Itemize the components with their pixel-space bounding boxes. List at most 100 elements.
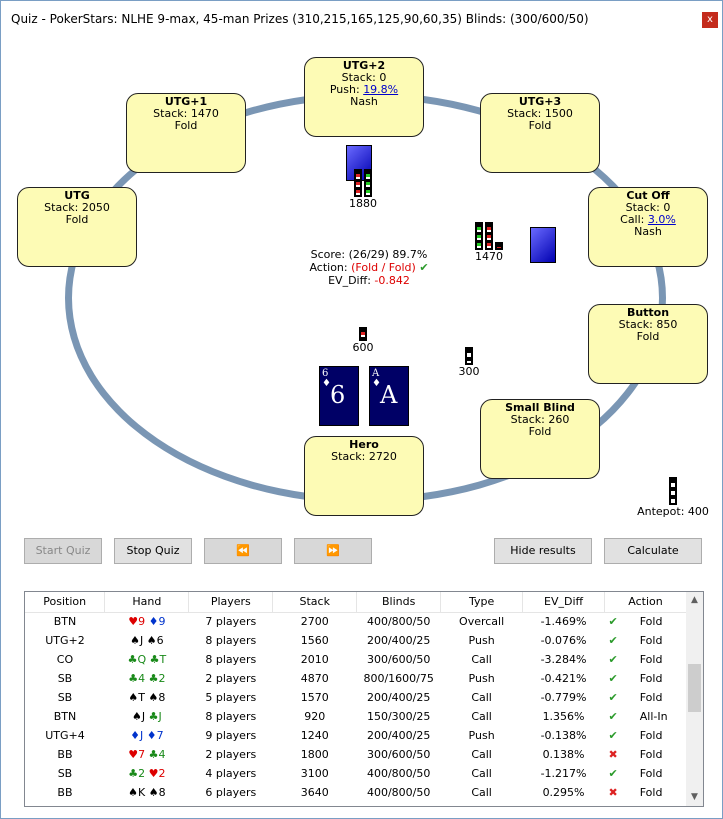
blinds-cell: 150/300/25 [366,710,431,723]
chip-stack-bb: 600 [351,327,375,354]
scroll-thumb[interactable] [688,664,701,712]
seat-utg[interactable]: UTG Stack: 2050 Fold [17,187,137,267]
column-header[interactable]: Action [604,592,687,613]
seat-mode: Nash [350,95,378,108]
action-cell: ✖Fold [605,783,687,802]
results-scrollbar[interactable]: ▲ ▼ [686,592,703,806]
column-header[interactable]: Players [188,592,274,613]
type-cell: Call [471,710,492,723]
scroll-down-icon[interactable]: ▼ [691,792,698,802]
scroll-up-icon[interactable]: ▲ [691,595,698,605]
push-range-link[interactable]: 19.8% [363,83,399,96]
hand-card: ♠K [128,786,146,799]
action-label: Action: [309,261,352,274]
ev-diff-cell: -1.469% [540,615,587,629]
call-range-link[interactable]: 3.0% [647,213,676,226]
column-header[interactable]: Type [440,592,524,613]
seat-stack: Stack: 2050 [44,201,110,214]
action-cell: ✔Fold [605,669,687,688]
players-cell: 8 players [205,653,257,666]
seat-stack: Stack: 1500 [507,107,573,120]
type-cell: Push [468,634,495,647]
antepot: Antepot: 400 [633,477,713,518]
check-icon: ✔ [608,615,618,629]
stack-cell: 2010 [300,653,329,666]
stack-cell: 1240 [300,729,329,742]
quiz-info: Score: (26/29) 89.7% Action: (Fold / Fol… [299,248,439,287]
seat-stack: Stack: 0 [341,71,387,84]
previous-button[interactable]: ⏪ [204,538,282,564]
action-cell: ✔Fold [605,650,687,669]
action-text: Fold [639,729,663,742]
action-text: Fold [639,672,663,685]
seat-utg2[interactable]: UTG+2 Stack: 0 Push: 19.8% Nash [304,57,424,137]
action-text: Fold [639,691,663,704]
ev-diff-cell: -0.779% [540,691,587,704]
close-button[interactable]: x [702,12,718,28]
ev-value: -0.842 [374,274,410,287]
start-quiz-button[interactable]: Start Quiz [24,538,102,564]
column-header[interactable]: Hand [104,592,190,613]
hand-card: ♦J [130,729,144,742]
hand-cell: ♣2 ♥2 [105,764,189,783]
check-icon: ✔ [608,634,618,647]
check-icon: ✔ [608,729,618,742]
seat-button[interactable]: Button Stack: 850 Fold [588,304,708,384]
title-bar: Quiz - PokerStars: NLHE 9-max, 45-man Pr… [1,1,722,37]
column-header[interactable]: Position [25,592,106,613]
position-cell: SB [57,767,73,780]
seat-name: Hero [349,438,379,451]
seat-name: UTG [64,189,90,202]
players-cell: 2 players [205,672,257,685]
cross-icon: ✖ [608,748,618,761]
column-header[interactable]: Stack [272,592,358,613]
seat-stack: Stack: 2720 [331,450,397,463]
chip-icon [495,242,503,250]
blinds-cell: 200/400/25 [366,729,431,742]
window-title: Quiz - PokerStars: NLHE 9-max, 45-man Pr… [11,12,589,26]
hand-card: ♠8 [148,691,166,704]
players-cell: 9 players [205,729,257,742]
players-cell: 8 players [205,634,257,647]
players-cell: 5 players [205,691,257,704]
stack-cell: 2700 [300,615,329,629]
blinds-cell: 300/600/50 [366,653,431,666]
chip-stack-cutoff: 1470 [459,222,519,263]
hand-card: ♣Q [127,653,147,666]
seat-stack: Stack: 1470 [153,107,219,120]
seat-name: UTG+2 [342,59,386,72]
position-cell: BTN [53,615,77,629]
seat-hero[interactable]: Hero Stack: 2720 [304,436,424,516]
seat-cutoff[interactable]: Cut Off Stack: 0 Call: 3.0% Nash [588,187,708,267]
column-header[interactable]: Blinds [356,592,442,613]
seat-utg1[interactable]: UTG+1 Stack: 1470 Fold [126,93,246,173]
action-cell: ✔All-In [605,707,687,726]
seat-action: Fold [636,330,660,343]
column-header[interactable]: EV_Diff [522,592,606,613]
action-text: Fold [639,634,663,647]
calculate-button[interactable]: Calculate [604,538,702,564]
action-text: Fold [639,767,663,780]
hand-cell: ♣Q ♣T [105,650,189,669]
seat-utg3[interactable]: UTG+3 Stack: 1500 Fold [480,93,600,173]
ev-diff-cell: -3.284% [540,653,587,666]
next-button[interactable]: ⏩ [294,538,372,564]
hide-results-button[interactable]: Hide results [494,538,592,564]
action-cell: ✖Fold [605,745,687,764]
action-text: Fold [639,653,663,666]
stop-quiz-button[interactable]: Stop Quiz [114,538,192,564]
position-cell: BTN [53,710,77,723]
seat-small-blind[interactable]: Small Blind Stack: 260 Fold [480,399,600,479]
results-table[interactable]: Position Hand Players Stack Blinds Type … [24,591,704,807]
ev-diff-cell: -1.217% [540,767,587,780]
